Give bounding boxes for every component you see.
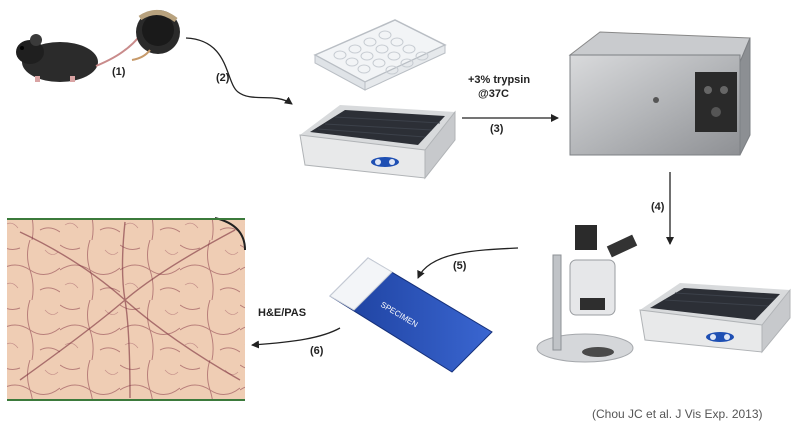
step-3-label: (3): [490, 123, 504, 135]
arrow-2: [185, 37, 293, 105]
trypsin-label-line2: @37C: [478, 88, 509, 100]
workflow-arrows: [185, 37, 674, 349]
step-1-label: (1): [112, 66, 126, 78]
trypsin-label-line1: +3% trypsin: [468, 74, 531, 86]
step-6-label: (6): [310, 345, 324, 357]
orbital-shaker-2-illustration: [639, 283, 791, 354]
step-2-label: (2): [216, 72, 230, 84]
arrow-5: [417, 247, 519, 279]
stereo-microscope-illustration: [536, 225, 638, 363]
arrow-6: [251, 327, 341, 349]
mouse-illustration: [16, 34, 139, 82]
well-plate-illustration: [313, 19, 447, 91]
citation: (Chou JC et al. J Vis Exp. 2013): [592, 407, 763, 421]
eye-illustration: [131, 10, 180, 61]
incubator-illustration: [568, 31, 751, 156]
step-4-label: (4): [651, 201, 665, 213]
step-5-label: (5): [453, 260, 467, 272]
retina-micrograph: [7, 217, 246, 401]
orbital-shaker-illustration: [299, 105, 456, 180]
stain-label: H&E/PAS: [258, 307, 307, 319]
microscope-slide-illustration: SPECIMEN: [329, 257, 493, 373]
